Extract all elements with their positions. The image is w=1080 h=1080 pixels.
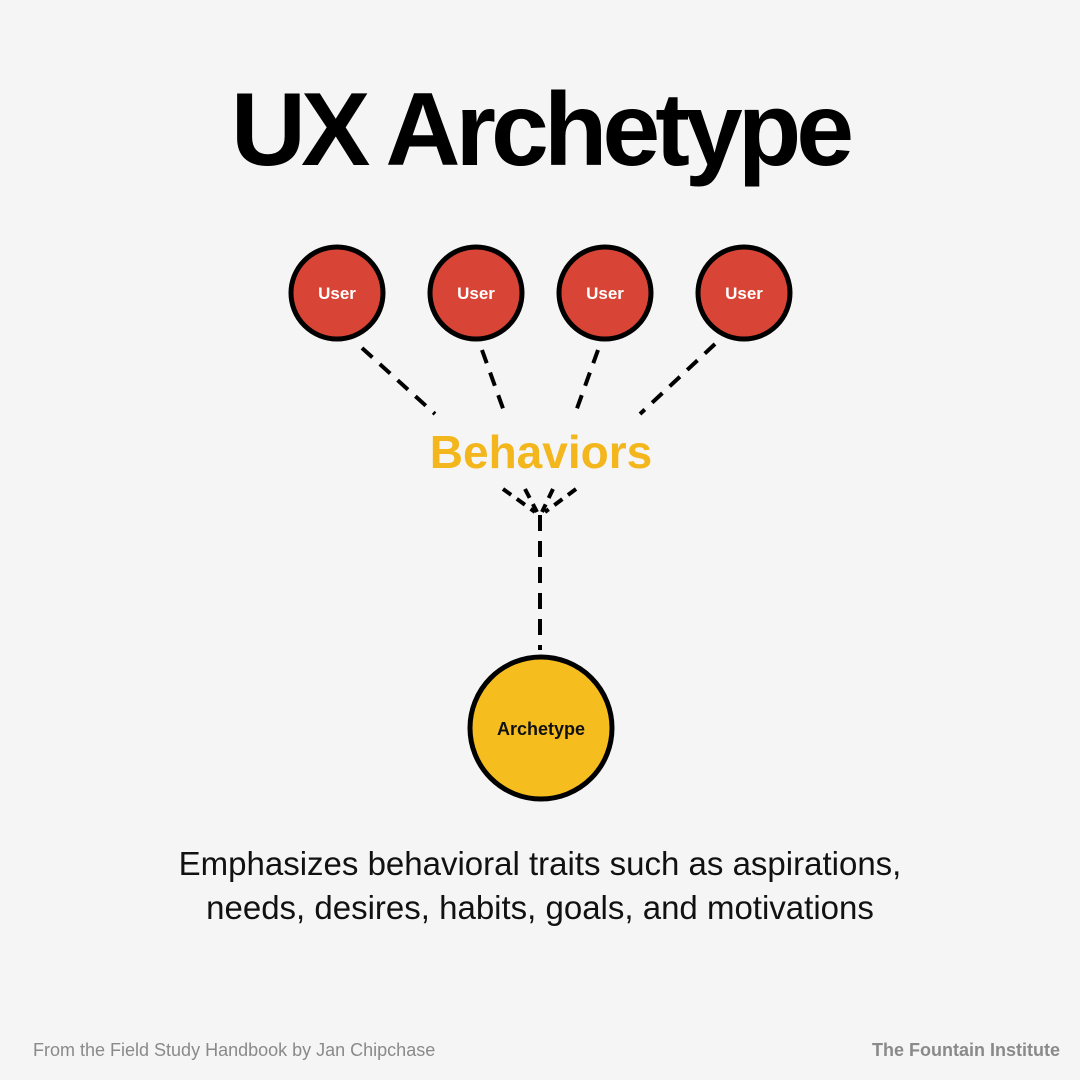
fan-line-1 [501, 487, 537, 514]
archetype-node: Archetype [467, 654, 615, 802]
archetype-node-label: Archetype [497, 719, 585, 739]
user-node-1: User [288, 244, 386, 342]
fan-line-3 [540, 488, 555, 513]
user-node-label: User [725, 284, 763, 303]
fan-line-2 [523, 488, 539, 513]
connector-user-2 [480, 349, 507, 415]
footer-source: From the Field Study Handbook by Jan Chi… [33, 1040, 436, 1060]
fan-line-4 [543, 487, 578, 514]
footer-brand: The Fountain Institute [872, 1040, 1060, 1060]
connector-user-4 [638, 342, 717, 416]
user-node-3: User [556, 244, 654, 342]
user-node-label: User [586, 284, 624, 303]
user-node-4: User [695, 244, 793, 342]
connector-user-3 [573, 349, 600, 415]
user-node-2: User [427, 244, 525, 342]
description-text: Emphasizes behavioral traits such as asp… [178, 845, 902, 926]
connector-user-1 [360, 346, 437, 416]
page-title: UX Archetype [230, 72, 854, 188]
user-node-label: User [457, 284, 495, 303]
user-node-label: User [318, 284, 356, 303]
behaviors-label: Behaviors [430, 426, 652, 478]
